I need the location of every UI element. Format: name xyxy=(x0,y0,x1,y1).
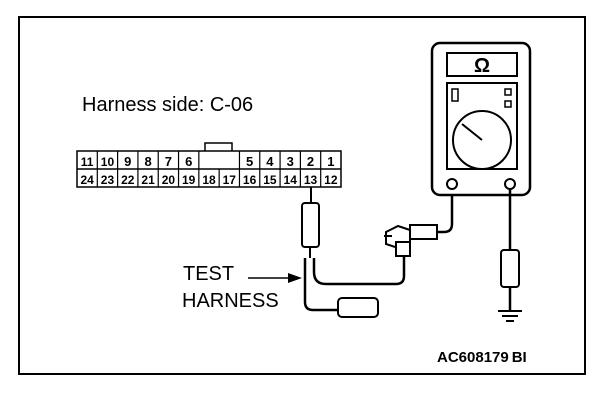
diagram-frame xyxy=(18,16,586,375)
meter-lead-left xyxy=(437,188,454,234)
meter-switch-left xyxy=(451,88,459,102)
pin-label-bottom: 14 xyxy=(284,173,298,187)
harness-open-plug xyxy=(337,297,379,318)
pin-label-top: 6 xyxy=(185,154,192,169)
meter-jack-left xyxy=(446,178,458,190)
test-harness-wire-b xyxy=(312,256,406,286)
pin-label-bottom: 23 xyxy=(101,173,115,187)
connector-pin-cells: 11 24 10 23 9 22 8 21 7 20 6 19 18 17 5 16 4 15 3 14 2 13 1 12 xyxy=(80,151,338,187)
meter-indicator-bottom xyxy=(504,100,512,108)
pin-label-bottom: 22 xyxy=(121,173,135,187)
connector-c-06: 11 24 10 23 9 22 8 21 7 20 6 19 18 17 5 16 4 15 3 14 2 13 1 12 xyxy=(76,142,342,188)
test-probe-pin13 xyxy=(301,187,406,318)
pin-label-top: 7 xyxy=(165,154,172,169)
ground-icon xyxy=(498,310,522,322)
harness-side-label: Harness side: C-06 xyxy=(82,94,253,116)
pin-label-bottom: 20 xyxy=(162,173,176,187)
pin-label-bottom: 24 xyxy=(80,173,94,187)
meter-dial-pointer xyxy=(461,123,483,141)
pin-label-top: 3 xyxy=(287,154,294,169)
pin-label-bottom: 21 xyxy=(141,173,155,187)
pin-label-bottom: 16 xyxy=(243,173,257,187)
pin-label-bottom: 17 xyxy=(223,173,237,187)
meter-jack-right xyxy=(504,178,516,190)
pin-label-bottom: 19 xyxy=(182,173,196,187)
meter-display xyxy=(446,52,518,77)
pin-label-top: 5 xyxy=(246,154,253,169)
pin-label-top: 2 xyxy=(307,154,314,169)
meter-indicator-top xyxy=(504,88,512,96)
pin-label-top: 11 xyxy=(81,155,94,169)
multimeter-icon: Ω xyxy=(430,41,532,197)
pin-label-bottom: 13 xyxy=(304,173,318,187)
pin-label-bottom: 18 xyxy=(202,173,216,187)
pin-label-top: 1 xyxy=(327,154,334,169)
alligator-clip xyxy=(384,188,454,257)
test-harness-wire-a xyxy=(303,258,338,312)
meter-lead-right xyxy=(500,189,520,310)
test-label: TEST xyxy=(183,263,234,285)
pin-label-bottom: 12 xyxy=(324,173,338,187)
probe-tip-body xyxy=(301,202,320,248)
pin-label-top: 10 xyxy=(101,155,115,169)
pin-label-top: 9 xyxy=(124,154,131,169)
pin-label-top: 8 xyxy=(144,154,151,169)
test-harness-arrow xyxy=(248,273,302,283)
harness-word-label: HARNESS xyxy=(182,290,279,312)
pin-label-bottom: 15 xyxy=(263,173,277,187)
pin-label-top: 4 xyxy=(266,154,274,169)
ohm-symbol: Ω xyxy=(474,55,490,77)
ground-probe-body xyxy=(500,249,520,288)
